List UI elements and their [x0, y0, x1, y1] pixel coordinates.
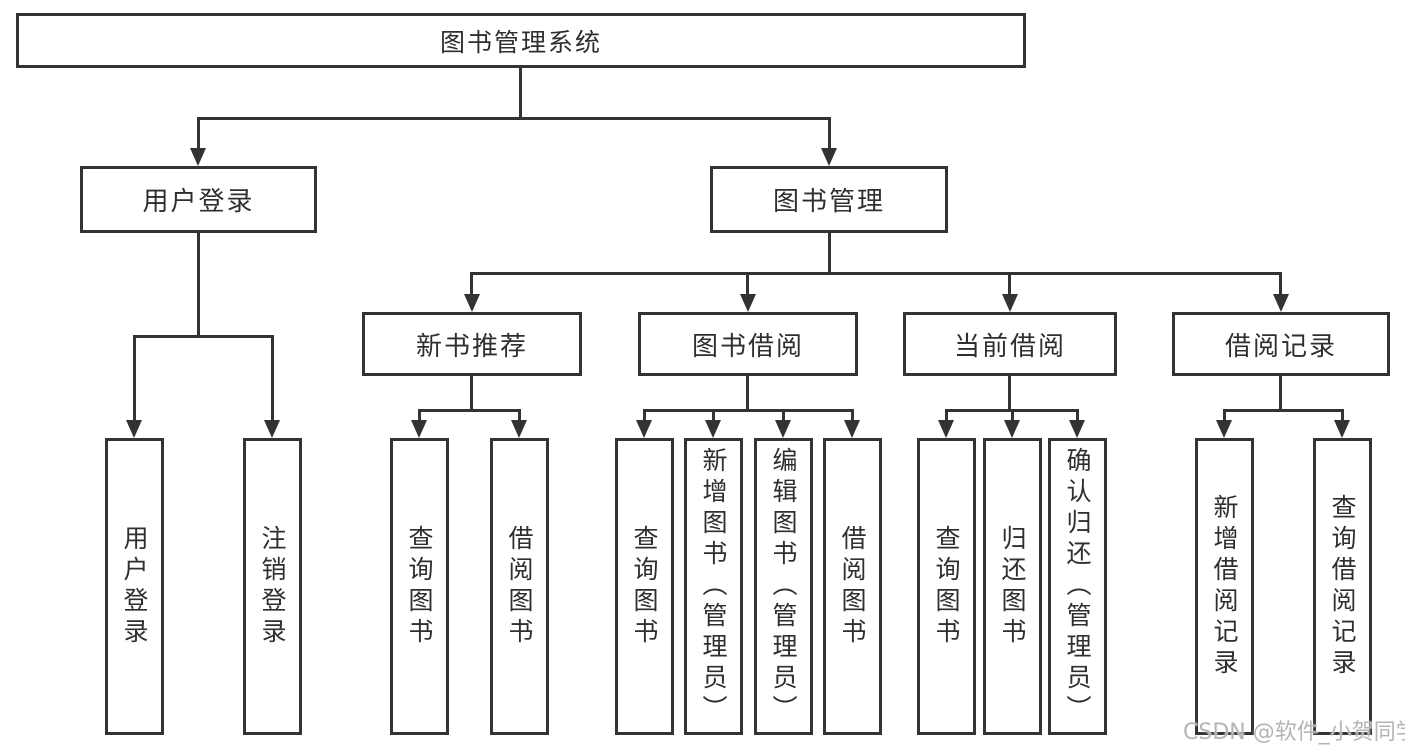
connector-root-stem — [519, 68, 522, 120]
connector-drop-bb-add — [712, 409, 715, 422]
connector-drop-br-add — [1223, 409, 1226, 422]
arrow-down-icon — [1069, 420, 1085, 438]
connector-userlogin-stem — [197, 233, 200, 338]
node-borrow-records: 借阅记录 — [1172, 312, 1390, 376]
connector-drop-cb-confirm — [1076, 409, 1079, 422]
connector-drop-leaf-user-login — [133, 335, 136, 422]
connector-drop-br-query — [1341, 409, 1344, 422]
leaf-bb-add-books-admin: 新增图书（管理员） — [684, 438, 743, 735]
connector-drop-bb-edit — [782, 409, 785, 422]
leaf-user-login: 用户登录 — [105, 438, 164, 735]
arrow-down-icon — [775, 420, 791, 438]
connector-drop-new-book-rec — [470, 272, 473, 296]
connector-bookmgmt-hbar — [470, 272, 1282, 275]
leaf-logout: 注销登录 — [243, 438, 302, 735]
node-new-book-recommend: 新书推荐 — [362, 312, 582, 376]
connector-drop-bb-query — [643, 409, 646, 422]
arrow-down-icon — [1216, 420, 1232, 438]
connector-borrowrecords-hbar — [1223, 409, 1344, 412]
arrow-down-icon — [511, 420, 527, 438]
node-root-system: 图书管理系统 — [16, 13, 1026, 68]
arrow-down-icon — [844, 420, 860, 438]
arrow-down-icon — [740, 294, 756, 312]
connector-drop-leaf-logout — [271, 335, 274, 422]
connector-drop-book-mgmt — [828, 117, 831, 150]
node-current-borrow: 当前借阅 — [903, 312, 1117, 376]
connector-userlogin-hbar — [133, 335, 274, 338]
connector-drop-rec-query — [418, 409, 421, 422]
arrow-down-icon — [1273, 294, 1289, 312]
arrow-down-icon — [938, 420, 954, 438]
arrow-down-icon — [1002, 294, 1018, 312]
connector-bookmgmt-stem — [828, 233, 831, 275]
arrow-down-icon — [411, 420, 427, 438]
arrow-down-icon — [190, 148, 206, 166]
leaf-br-add-record: 新增借阅记录 — [1195, 438, 1254, 735]
connector-drop-cb-return — [1011, 409, 1014, 422]
arrow-down-icon — [1334, 420, 1350, 438]
leaf-bb-query-books: 查询图书 — [615, 438, 674, 735]
arrow-down-icon — [636, 420, 652, 438]
leaf-rec-borrow-books: 借阅图书 — [490, 438, 549, 735]
arrow-down-icon — [705, 420, 721, 438]
node-book-borrow: 图书借阅 — [638, 312, 858, 376]
leaf-bb-borrow-books: 借阅图书 — [823, 438, 882, 735]
arrow-down-icon — [126, 420, 142, 438]
arrow-down-icon — [264, 420, 280, 438]
connector-drop-current-borrow — [1008, 272, 1011, 296]
connector-drop-borrow-records — [1279, 272, 1282, 296]
leaf-cb-return-books: 归还图书 — [983, 438, 1042, 735]
node-user-login: 用户登录 — [80, 166, 317, 233]
connector-newbookrec-hbar — [418, 409, 521, 412]
connector-drop-book-borrow — [746, 272, 749, 296]
arrow-down-icon — [1004, 420, 1020, 438]
leaf-bb-edit-books-admin: 编辑图书（管理员） — [754, 438, 813, 735]
connector-drop-rec-borrow — [518, 409, 521, 422]
connector-root-hbar — [197, 117, 831, 120]
node-book-management: 图书管理 — [710, 166, 948, 233]
connector-drop-bb-borrow — [851, 409, 854, 422]
arrow-down-icon — [464, 294, 480, 312]
connector-newbookrec-stem — [470, 376, 473, 412]
connector-currentborrow-stem — [1008, 376, 1011, 412]
leaf-cb-confirm-return-admin: 确认归还（管理员） — [1048, 438, 1107, 735]
arrow-down-icon — [821, 148, 837, 166]
connector-drop-cb-query — [945, 409, 948, 422]
connector-bookborrow-stem — [746, 376, 749, 412]
connector-bookborrow-hbar — [643, 409, 854, 412]
csdn-watermark: CSDN @软件_小贺同学 — [1183, 720, 1405, 745]
connector-drop-user-login — [197, 117, 200, 150]
leaf-br-query-record: 查询借阅记录 — [1313, 438, 1372, 735]
leaf-rec-query-books: 查询图书 — [390, 438, 449, 735]
leaf-cb-query-books: 查询图书 — [917, 438, 976, 735]
connector-borrowrecords-stem — [1279, 376, 1282, 412]
